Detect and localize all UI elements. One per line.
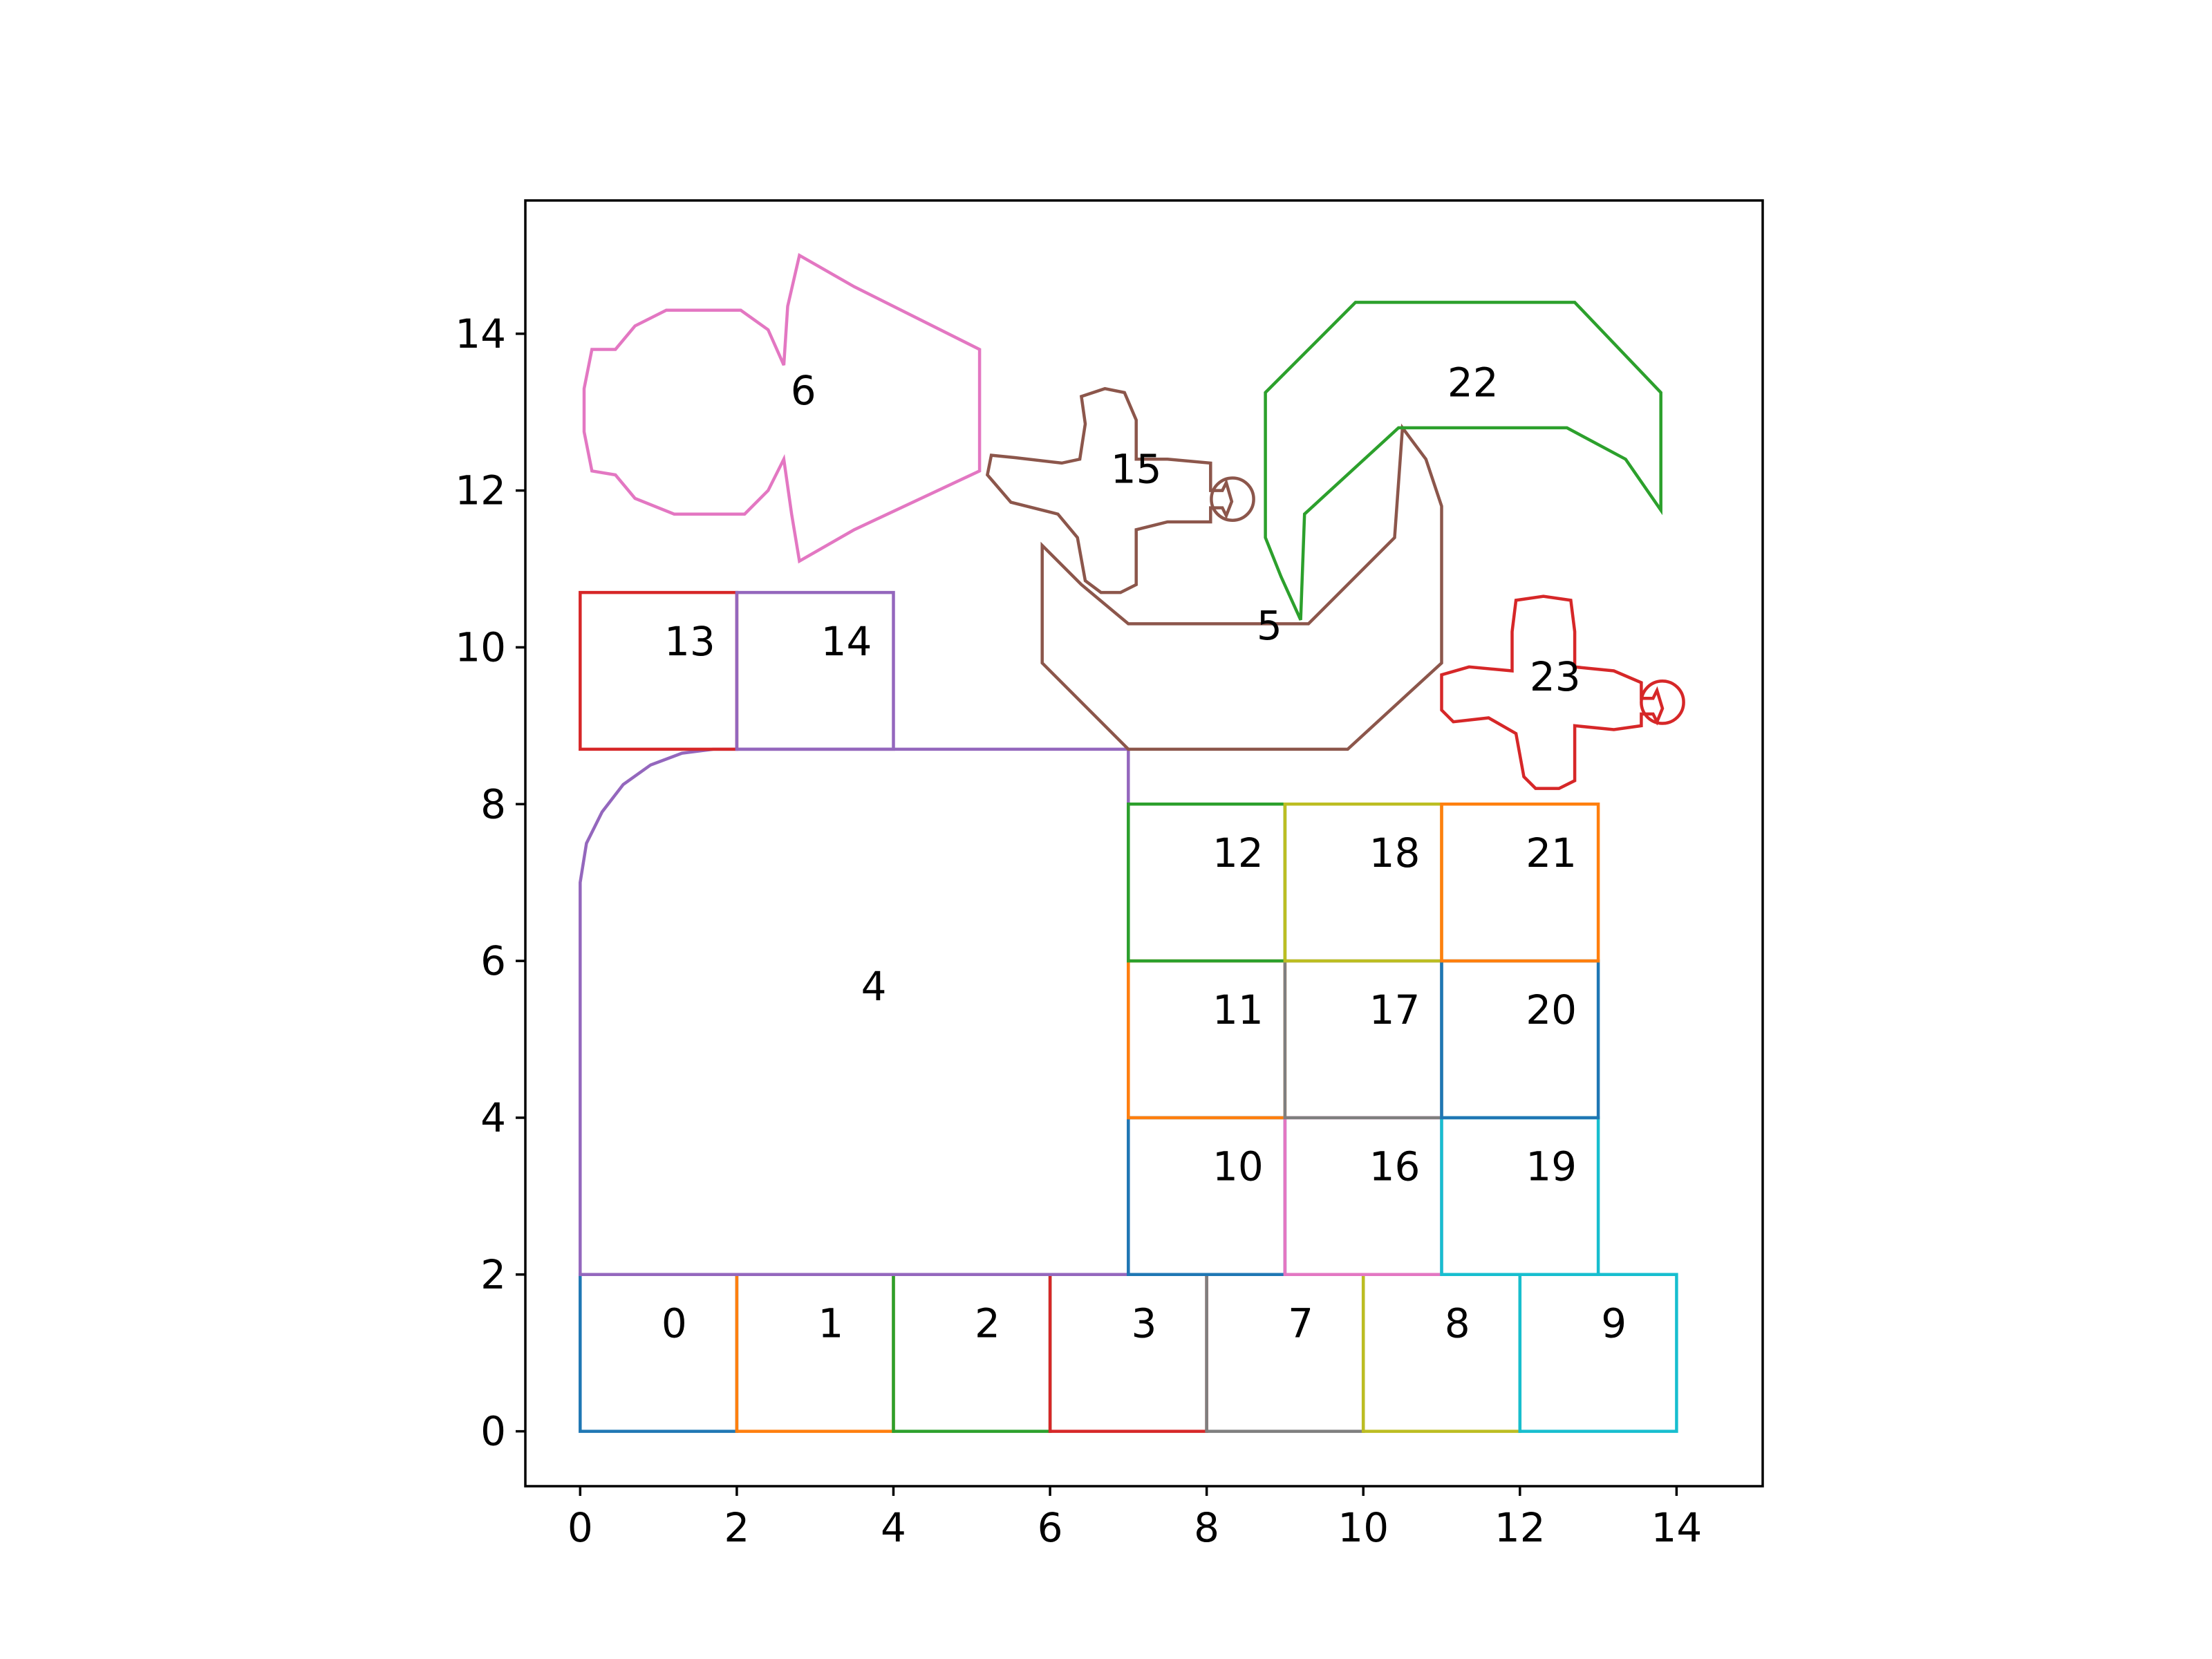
shape-14-label: 14	[821, 618, 872, 665]
shape-10-outline	[1127, 1116, 1287, 1277]
shape-4-outline	[579, 747, 1130, 1277]
shapes-layer	[579, 252, 1685, 1433]
shape-22-outline	[1264, 301, 1662, 621]
shape-6-label: 6	[791, 367, 816, 414]
y-tick-label: 4	[480, 1094, 506, 1141]
shape-1-label: 1	[818, 1300, 843, 1347]
x-tick-label: 4	[881, 1504, 906, 1551]
shape-15-label: 15	[1111, 445, 1162, 492]
shape-12-label: 12	[1212, 830, 1264, 877]
shape-1-outline	[735, 1273, 895, 1433]
shape-15-knob	[1210, 476, 1255, 522]
x-tick-label: 8	[1194, 1504, 1219, 1551]
shape-7-outline	[1205, 1273, 1365, 1433]
shape-18-outline	[1283, 803, 1443, 963]
shape-14-outline	[735, 590, 895, 751]
shape-22-label: 22	[1447, 359, 1499, 406]
y-tick-label: 10	[455, 624, 506, 671]
y-tick-label: 14	[455, 310, 506, 357]
shape-9-label: 9	[1601, 1300, 1627, 1347]
shape-11-label: 11	[1212, 986, 1264, 1033]
shape-13-label: 13	[664, 618, 715, 665]
shape-9-outline	[1518, 1273, 1678, 1433]
shape-8-label: 8	[1445, 1300, 1470, 1347]
shape-23-label: 23	[1530, 653, 1581, 700]
shape-17-label: 17	[1369, 986, 1421, 1033]
shape-11-outline	[1127, 959, 1287, 1120]
shape-2-label: 2	[975, 1300, 1000, 1347]
y-axis: 0 2 4 6 8 10 12 14	[455, 310, 525, 1455]
shape-6-outline	[582, 252, 982, 564]
y-tick-label: 2	[480, 1251, 506, 1298]
shape-21-label: 21	[1526, 830, 1577, 877]
shape-19-outline	[1440, 1116, 1600, 1277]
shape-10-label: 10	[1212, 1143, 1264, 1190]
x-tick-label: 6	[1038, 1504, 1063, 1551]
x-tick-label: 0	[568, 1504, 593, 1551]
x-tick-label: 2	[724, 1504, 749, 1551]
shape-18-label: 18	[1369, 830, 1421, 877]
y-tick-label: 12	[455, 467, 506, 514]
shape-5-outline	[1040, 423, 1443, 751]
x-tick-label: 14	[1651, 1504, 1702, 1551]
x-axis: 0 2 4 6 8 10 12 14	[568, 1486, 1702, 1551]
shape-15-outline	[985, 386, 1234, 594]
shape-20-label: 20	[1526, 986, 1577, 1033]
shape-4-label: 4	[861, 963, 887, 1010]
shape-23-knob	[1640, 679, 1685, 725]
shape-8-outline	[1361, 1273, 1522, 1433]
shape-17-outline	[1283, 959, 1443, 1120]
shape-0-outline	[579, 1273, 739, 1433]
shape-0-label: 0	[662, 1300, 687, 1347]
shape-21-outline	[1440, 803, 1600, 963]
shape-2-outline	[892, 1273, 1052, 1433]
shape-3-label: 3	[1132, 1300, 1157, 1347]
shape-16-label: 16	[1369, 1143, 1421, 1190]
shape-19-label: 19	[1526, 1143, 1577, 1190]
shape-3-outline	[1048, 1273, 1208, 1433]
y-tick-label: 6	[480, 937, 506, 984]
y-tick-label: 8	[480, 780, 506, 827]
x-tick-label: 12	[1494, 1504, 1546, 1551]
shape-12-outline	[1127, 803, 1287, 963]
shape-20-outline	[1440, 959, 1600, 1120]
y-tick-label: 0	[480, 1408, 506, 1455]
shape-5-label: 5	[1257, 602, 1282, 649]
shape-23-outline	[1440, 594, 1665, 790]
shape-7-label: 7	[1288, 1300, 1313, 1347]
shape-13-outline	[579, 590, 739, 751]
axes-frame	[524, 199, 1764, 1488]
x-tick-label: 10	[1338, 1504, 1389, 1551]
shape-16-outline	[1283, 1116, 1443, 1277]
